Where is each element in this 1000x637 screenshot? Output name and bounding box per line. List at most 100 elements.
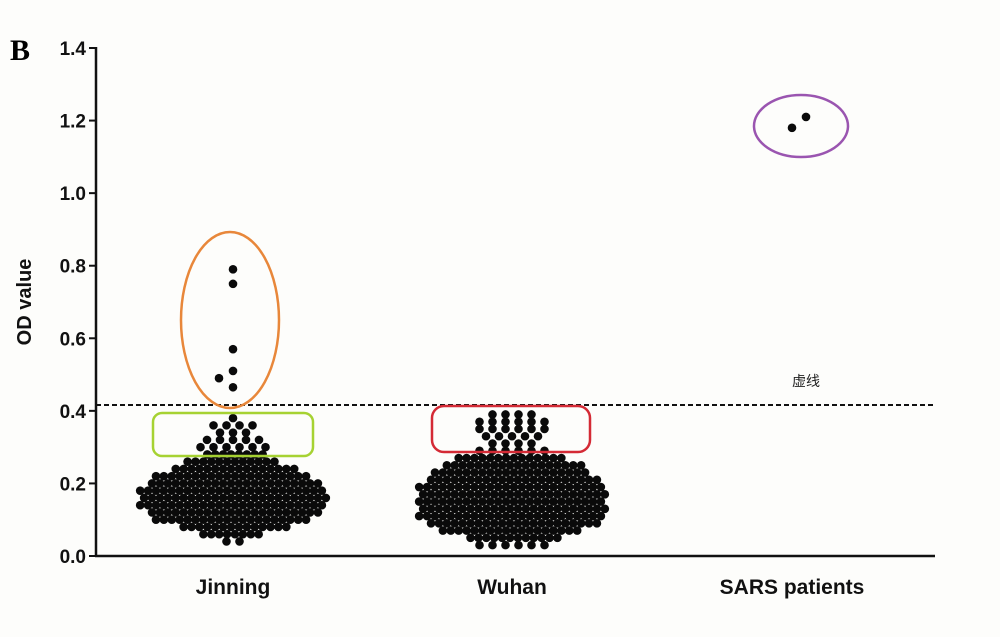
data-point-jinning — [282, 522, 291, 532]
data-point-wuhan — [470, 453, 479, 463]
data-point-wuhan — [489, 519, 499, 528]
data-point-wuhan — [557, 482, 566, 492]
data-point-jinning — [191, 515, 200, 525]
y-axis-label: OD value — [14, 259, 36, 346]
data-point-jinning — [203, 450, 212, 459]
data-point-wuhan — [478, 468, 487, 477]
data-point-jinning — [199, 515, 208, 525]
data-point-wuhan — [466, 504, 475, 514]
data-point-jinning — [262, 471, 271, 481]
data-point-wuhan — [561, 519, 570, 528]
data-point-wuhan — [493, 526, 503, 535]
data-point-jinning — [270, 500, 279, 510]
data-point-wuhan — [525, 511, 535, 521]
data-point-wuhan — [489, 490, 499, 499]
data-point-wuhan — [497, 475, 507, 485]
data-point-wuhan — [458, 504, 467, 514]
data-point-wuhan — [592, 504, 602, 514]
data-point-wuhan — [434, 475, 444, 485]
data-point-wuhan — [466, 460, 475, 470]
data-point-jinning — [167, 500, 177, 510]
data-point-jinning — [171, 479, 181, 488]
data-point-wuhan — [584, 519, 594, 528]
data-point-jinning — [167, 471, 177, 481]
data-point-jinning — [274, 493, 283, 503]
data-point-jinning — [266, 522, 275, 532]
data-point-wuhan — [584, 475, 594, 485]
data-point-wuhan — [568, 460, 578, 470]
data-point-jinning — [278, 500, 287, 510]
data-point-wuhan — [549, 511, 558, 521]
data-point-wuhan — [580, 497, 590, 506]
data-point-wuhan — [564, 497, 574, 506]
annotation-box-jinning — [151, 411, 315, 458]
data-point-wuhan — [514, 410, 523, 419]
data-point-wuhan — [474, 519, 483, 528]
data-point-jinning — [199, 486, 208, 495]
data-point-jinning — [226, 479, 236, 488]
data-point-jinning — [155, 479, 165, 488]
data-point-wuhan — [493, 511, 503, 521]
data-point-wuhan — [430, 468, 440, 477]
data-point-wuhan — [572, 468, 582, 477]
data-point-wuhan — [527, 410, 536, 419]
data-point-jinning — [187, 464, 196, 474]
data-point-wuhan — [517, 511, 527, 521]
data-point-jinning — [289, 508, 299, 517]
data-point-wuhan — [446, 511, 456, 521]
data-point-jinning — [266, 464, 275, 474]
data-point-jinning — [214, 500, 224, 510]
data-point-wuhan — [489, 504, 499, 514]
data-point-jinning — [297, 493, 307, 503]
data-point-wuhan — [545, 519, 554, 528]
data-point-jinning — [250, 508, 260, 517]
data-point-jinning — [258, 522, 267, 532]
data-point-jinning — [242, 508, 252, 517]
data-point-jinning — [159, 486, 169, 495]
data-point-wuhan — [527, 424, 536, 434]
data-point-wuhan — [466, 490, 475, 499]
data-point-jinning — [282, 464, 291, 474]
data-point-wuhan — [501, 468, 511, 477]
y-tick-label: 0.4 — [60, 402, 87, 423]
y-axis: 0.00.20.40.60.81.01.21.4 — [60, 39, 98, 568]
data-point-wuhan — [497, 504, 507, 514]
data-point-jinning — [222, 457, 232, 466]
data-point-wuhan — [527, 417, 536, 427]
data-point-wuhan — [576, 519, 586, 528]
data-point-jinning — [242, 522, 252, 532]
data-point-jinning — [235, 442, 244, 452]
data-point-jinning — [289, 493, 299, 503]
data-point-jinning — [179, 464, 188, 474]
data-point-wuhan — [537, 533, 546, 543]
data-point-jinning — [262, 457, 271, 466]
data-point-wuhan — [513, 475, 523, 485]
data-point-wuhan — [553, 533, 562, 543]
data-point-wuhan — [454, 526, 463, 535]
data-point-wuhan — [537, 475, 546, 485]
data-point-wuhan — [450, 490, 460, 499]
data-point-wuhan — [517, 453, 527, 463]
data-point-wuhan — [462, 482, 471, 492]
data-point-jinning — [203, 508, 212, 517]
data-point-wuhan — [474, 490, 483, 499]
data-point-jinning — [187, 493, 196, 503]
data-point-jinning — [147, 493, 157, 503]
data-point-wuhan — [545, 533, 554, 543]
data-point-jinning — [179, 493, 188, 503]
data-point-wuhan — [454, 497, 463, 506]
data-point-wuhan — [489, 475, 499, 485]
data-point-wuhan — [525, 453, 535, 463]
data-point-wuhan — [561, 490, 570, 499]
y-tick-label: 1.4 — [60, 39, 87, 60]
data-point-jinning — [226, 493, 236, 503]
data-point-jinning — [313, 493, 323, 503]
data-point-jinning — [210, 508, 220, 517]
data-point-wuhan — [529, 504, 539, 514]
data-point-wuhan — [521, 504, 531, 514]
data-point-jinning — [258, 450, 267, 459]
data-point-jinning — [214, 471, 224, 481]
data-point-wuhan — [541, 453, 550, 463]
data-point-jinning — [297, 479, 307, 488]
